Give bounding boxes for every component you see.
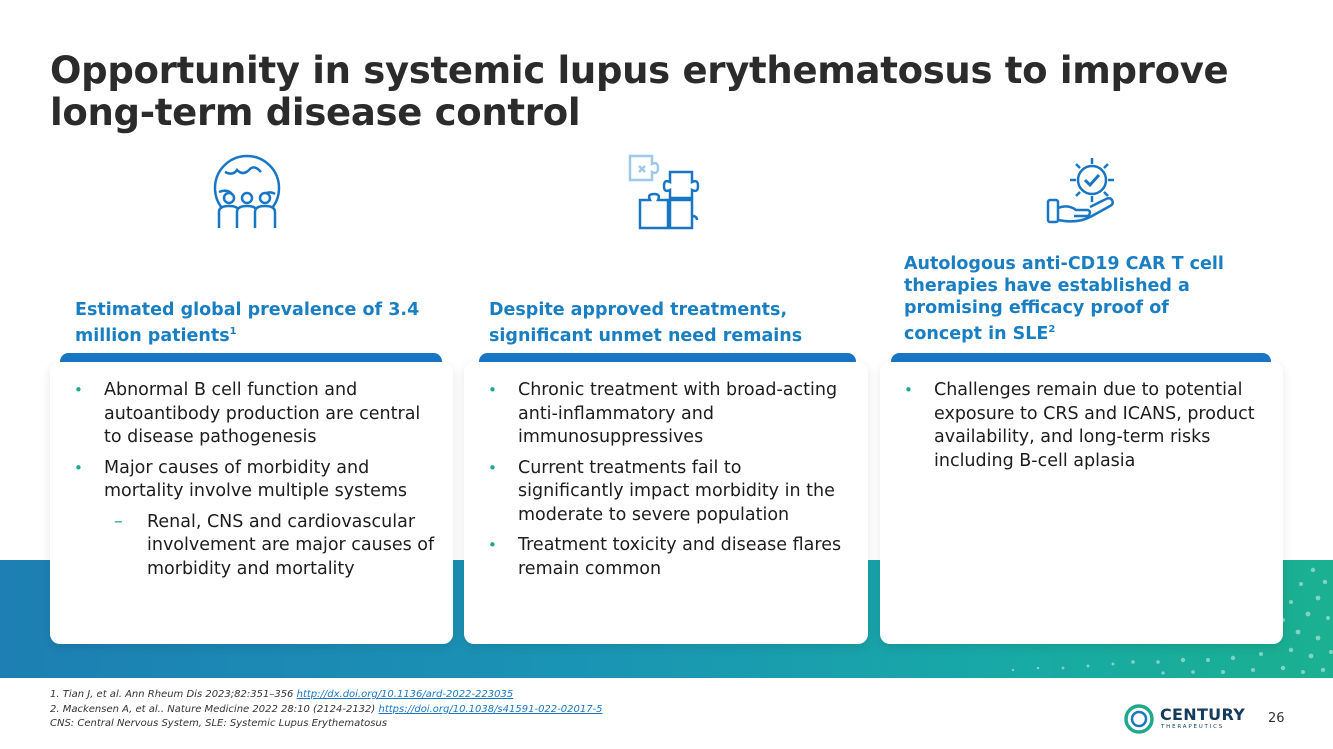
puzzle-icon bbox=[628, 154, 700, 230]
footnote-2-link[interactable]: https://doi.org/10.1038/s41591-022-02017… bbox=[378, 703, 603, 715]
bullet: Treatment toxicity and disease flares re… bbox=[488, 534, 852, 581]
column-3-card: Challenges remain due to potential expos… bbox=[880, 362, 1283, 644]
page-number: 26 bbox=[1268, 711, 1285, 726]
bullet: Challenges remain due to potential expos… bbox=[904, 379, 1267, 473]
logo-subtitle: THERAPEUTICS bbox=[1161, 724, 1225, 730]
footnote-1: 1. Tian J, et al. Ann Rheum Dis 2023;82:… bbox=[50, 689, 514, 700]
gear-hand-check-icon bbox=[1046, 158, 1114, 224]
footnote-2: 2. Mackensen A, et al.. Nature Medicine … bbox=[50, 703, 603, 715]
footnote-1-link[interactable]: http://dx.doi.org/10.1136/ard-2022-22303… bbox=[296, 689, 514, 700]
century-logo-icon bbox=[1124, 704, 1154, 734]
column-1-heading: Estimated global prevalence of 3.4 milli… bbox=[75, 300, 420, 346]
column-1-bullets: Abnormal B cell function and autoantibod… bbox=[50, 362, 453, 581]
logo-name: CENTURY bbox=[1160, 705, 1246, 724]
bullet: Abnormal B cell function and autoantibod… bbox=[74, 379, 437, 450]
footnote-3: CNS: Central Nervous System, SLE: System… bbox=[50, 718, 388, 729]
bullet: Major causes of morbidity and mortality … bbox=[74, 457, 437, 504]
column-2-heading: Despite approved treatments, significant… bbox=[489, 300, 803, 346]
footnotes: 1. Tian J, et al. Ann Rheum Dis 2023;82:… bbox=[50, 688, 603, 732]
sub-bullet: Renal, CNS and cardiovascular involvemen… bbox=[114, 511, 437, 582]
column-2-card: Chronic treatment with broad-acting anti… bbox=[464, 362, 868, 644]
bullet: Chronic treatment with broad-acting anti… bbox=[488, 379, 852, 450]
global-community-icon bbox=[213, 154, 281, 228]
column-3-heading: Autologous anti-CD19 CAR T cell therapie… bbox=[904, 254, 1224, 344]
column-1-card: Abnormal B cell function and autoantibod… bbox=[50, 362, 453, 644]
column-3-bullets: Challenges remain due to potential expos… bbox=[880, 362, 1283, 473]
column-2-bullets: Chronic treatment with broad-acting anti… bbox=[464, 362, 868, 581]
slide-title: Opportunity in systemic lupus erythemato… bbox=[50, 49, 1229, 134]
decorative-dots bbox=[1011, 567, 1333, 675]
bullet: Current treatments fail to significantly… bbox=[488, 457, 852, 528]
